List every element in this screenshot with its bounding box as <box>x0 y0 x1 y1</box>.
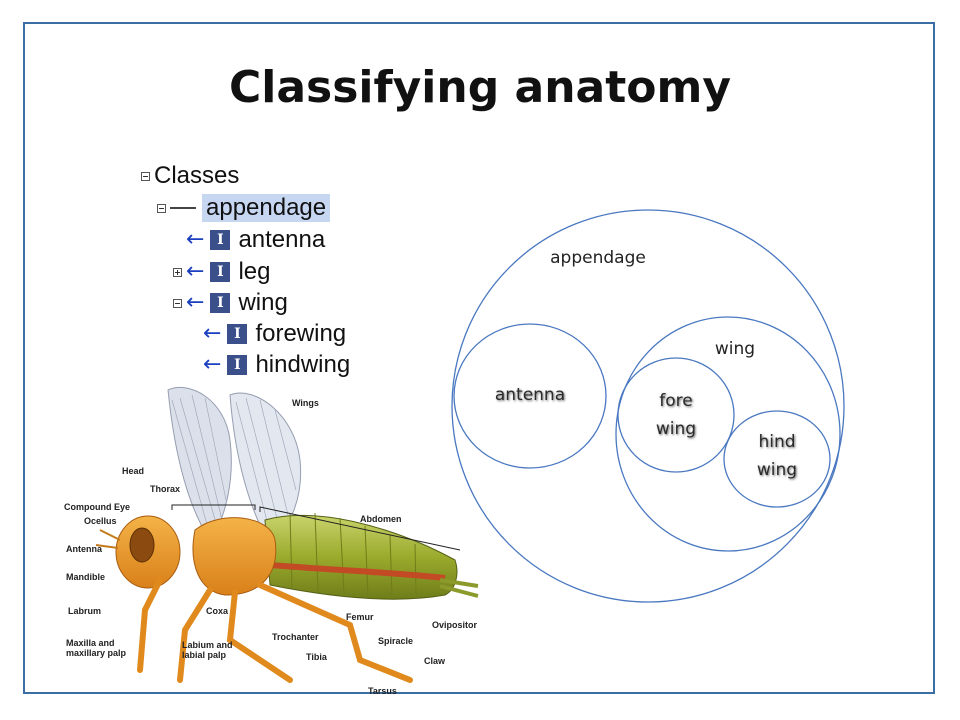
tree-label: hindwing <box>255 351 351 378</box>
slide-frame <box>23 22 935 694</box>
tree-label: leg <box>238 258 271 285</box>
venn-label-antenna: antenna <box>494 385 566 405</box>
tree-label: Classes <box>154 162 240 189</box>
collapse-icon[interactable] <box>173 298 182 308</box>
venn-label-hind-line1: hind <box>758 432 796 452</box>
instance-icon: I <box>210 293 231 313</box>
class-tree: Classes appendage ← I antenna ← I leg ← … <box>0 0 400 380</box>
venn-label-appendage: appendage <box>550 248 646 268</box>
instance-icon: I <box>227 324 248 344</box>
slide-title: Classifying anatomy <box>228 62 732 113</box>
insect-anatomy-figure: Wings Head Thorax Compound Eye Ocellus A… <box>60 380 480 696</box>
label-wings: Wings <box>292 398 319 408</box>
tree-node-leg[interactable]: ← I leg <box>173 258 270 286</box>
label-thorax: Thorax <box>150 484 181 494</box>
instance-icon: I <box>227 355 248 375</box>
arrow-left-icon: ← <box>186 227 205 252</box>
label-femur: Femur <box>346 612 374 622</box>
label-compound-eye: Compound Eye <box>64 502 131 512</box>
venn-label-wing: wing <box>714 339 756 359</box>
label-mandible: Mandible <box>66 572 106 582</box>
tree-connector <box>170 207 196 209</box>
label-ovipositor: Ovipositor <box>432 620 478 630</box>
label-spiracle: Spiracle <box>378 636 414 646</box>
containment-diagram: appendage antenna wing fore wing hind wi… <box>420 200 880 620</box>
tree-label: wing <box>238 289 288 316</box>
tree-label: antenna <box>238 226 326 253</box>
instance-icon: I <box>210 262 231 282</box>
label-antenna: Antenna <box>66 544 102 554</box>
tree-node-antenna[interactable]: ← I antenna <box>186 226 325 254</box>
insect-illustration <box>95 386 479 683</box>
circle-hindwing <box>723 410 831 508</box>
tree-node-hindwing[interactable]: ← I hindwing <box>203 351 350 379</box>
tree-node-forewing[interactable]: ← I forewing <box>203 320 346 348</box>
expand-icon[interactable] <box>173 267 182 277</box>
arrow-left-icon: ← <box>186 290 205 315</box>
arrow-left-icon: ← <box>203 352 222 377</box>
arrow-left-icon: ← <box>203 321 222 346</box>
venn-circles <box>451 209 845 603</box>
arrow-left-icon: ← <box>186 259 205 284</box>
label-coxa: Coxa <box>206 606 229 616</box>
collapse-icon[interactable] <box>157 203 166 213</box>
circle-wing <box>615 316 841 552</box>
venn-label-fore-line1: fore <box>659 391 693 411</box>
venn-label-fore-line2: wing <box>655 419 697 439</box>
label-tibia: Tibia <box>306 652 327 662</box>
label-maxilla: Maxilla and maxillary palp <box>66 638 127 658</box>
circle-antenna <box>453 323 607 469</box>
tree-label: forewing <box>255 320 347 347</box>
label-ocellus: Ocellus <box>84 516 117 526</box>
collapse-icon[interactable] <box>141 171 150 181</box>
instance-icon: I <box>210 230 231 250</box>
label-head: Head <box>122 466 145 476</box>
tree-node-appendage[interactable]: appendage <box>157 194 331 222</box>
label-tarsus: Tarsus <box>368 686 397 696</box>
label-trochanter: Trochanter <box>272 632 319 642</box>
label-claw: Claw <box>424 656 446 666</box>
tree-node-classes[interactable]: Classes <box>141 162 239 190</box>
tree-label: appendage <box>202 194 331 222</box>
circle-forewing <box>617 357 735 473</box>
tree-node-wing[interactable]: ← I wing <box>173 289 288 317</box>
circle-appendage <box>451 209 845 603</box>
label-abdomen: Abdomen <box>360 514 402 524</box>
venn-label-hind-line2: wing <box>756 460 798 480</box>
label-labrum: Labrum <box>68 606 102 616</box>
label-labium: Labium and labial palp <box>182 640 233 660</box>
